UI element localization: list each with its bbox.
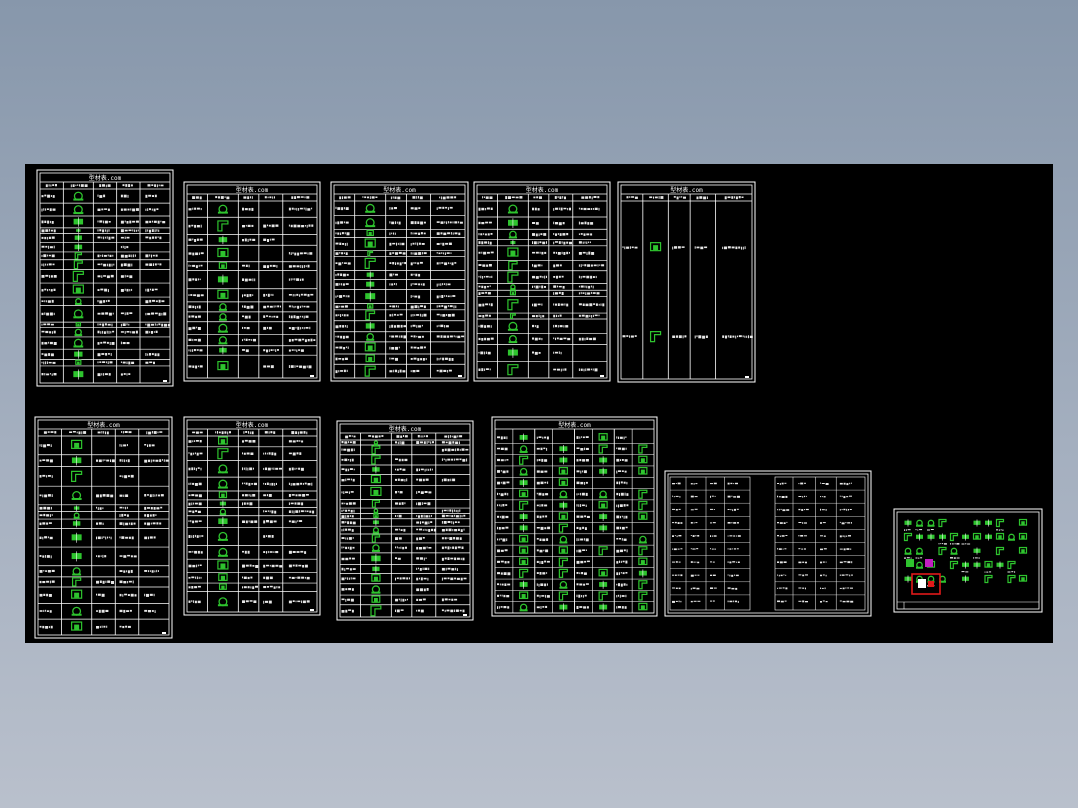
drawing-sheet-1: 型材表.com: [36, 169, 174, 387]
sheet-header-text: 型材表.com: [558, 421, 591, 429]
highlight-box: [911, 573, 941, 595]
drawing-sheet-10: [664, 470, 872, 617]
sheet-header-text: 型材表.com: [389, 425, 422, 433]
drawing-sheet-11: [893, 508, 1043, 613]
sheet-header-text: 型材表.com: [526, 186, 559, 194]
drawing-sheet-6: 型材表.com: [34, 416, 173, 639]
drawing-sheet-8: 型材表.com: [336, 420, 474, 621]
sheet-header-text: 型材表.com: [89, 174, 122, 182]
drawing-sheet-5: 型材表.com: [617, 181, 756, 383]
sheet-header-text: 型材表.com: [383, 186, 416, 194]
sheet-header-text: 型材表.com: [670, 186, 703, 194]
cad-drawing-viewport[interactable]: 型材表.com 型材表.com 型材表.com 型材表.com 型材表.com 型材表.c…: [25, 164, 1053, 643]
drawing-sheet-2: 型材表.com: [183, 181, 321, 382]
drawing-sheet-9: 型材表.com: [491, 416, 658, 617]
sheet-header-text: 型材表.com: [236, 186, 269, 194]
drawing-sheet-3: 型材表.com: [330, 181, 469, 382]
cad-canvas[interactable]: 型材表.com 型材表.com 型材表.com 型材表.com 型材表.com 型材表.c…: [25, 164, 1053, 643]
drawing-sheet-7: 型材表.com: [183, 416, 321, 616]
highlight-magenta: [925, 559, 933, 567]
drawing-sheet-4: 型材表.com: [473, 181, 611, 382]
sheet-header-text: 型材表.com: [87, 421, 120, 429]
sheet-header-text: 型材表.com: [236, 421, 269, 429]
